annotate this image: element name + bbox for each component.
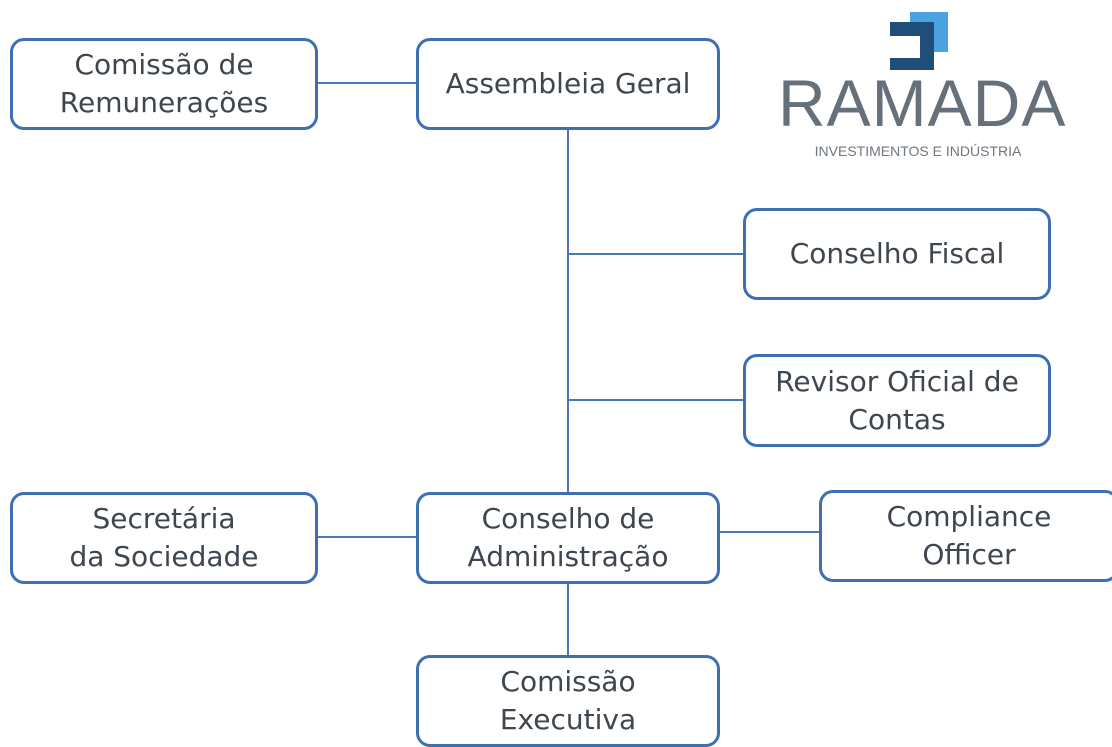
node-compliance-officer-line-2: Officer xyxy=(922,538,1016,571)
node-revisor-oficial-line-2: Contas xyxy=(848,402,946,436)
node-secretaria-sociedade-line-1: Secretária xyxy=(92,502,236,535)
node-assembleia-geral: Assembleia Geral xyxy=(416,38,720,130)
node-conselho-administracao-line-1: Conselho de xyxy=(481,502,655,535)
node-conselho-fiscal: Conselho Fiscal xyxy=(743,208,1051,300)
node-comissao-remuneracoes: Comissão de Remunerações xyxy=(10,38,318,130)
connector-administracao-compliance xyxy=(720,531,820,533)
ramada-logo-mark-icon xyxy=(890,12,948,70)
connector-revisor-oficial xyxy=(569,399,743,401)
node-comissao-remuneracoes-line-2: Remunerações xyxy=(59,86,269,119)
node-conselho-administracao: Conselho de Administração xyxy=(416,492,720,584)
connector-conselho-fiscal xyxy=(569,253,743,255)
node-assembleia-geral-label: Assembleia Geral xyxy=(445,67,691,100)
connector-secretaria-administracao xyxy=(318,536,416,538)
ramada-logo-tagline: INVESTIMENTOS E INDÚSTRIA xyxy=(814,143,1022,159)
node-secretaria-sociedade-line-2: da Sociedade xyxy=(69,540,259,573)
ramada-logo: RAMADA INVESTIMENTOS E INDÚSTRIA xyxy=(778,8,1067,166)
node-comissao-executiva: Comissão Executiva xyxy=(416,655,720,747)
node-compliance-officer-line-1: Compliance xyxy=(886,500,1052,533)
connector-remuneracoes-assembleia xyxy=(318,82,416,84)
connector-main-vertical xyxy=(567,128,569,493)
connector-administracao-executiva xyxy=(567,582,569,656)
node-comissao-executiva-line-2: Executiva xyxy=(499,703,637,736)
node-comissao-executiva-line-1: Comissão xyxy=(500,665,636,698)
ramada-logo-wordmark: RAMADA xyxy=(778,66,1067,140)
node-conselho-administracao-line-2: Administração xyxy=(467,540,669,573)
node-secretaria-sociedade: Secretária da Sociedade xyxy=(10,492,318,584)
node-compliance-officer: Compliance Officer xyxy=(819,490,1112,582)
node-revisor-oficial: Revisor Oficial de Contas xyxy=(743,354,1051,447)
node-comissao-remuneracoes-line-1: Comissão de xyxy=(74,48,254,81)
node-conselho-fiscal-label: Conselho Fiscal xyxy=(789,237,1005,270)
node-revisor-oficial-line-1: Revisor Oficial de xyxy=(775,364,1019,398)
